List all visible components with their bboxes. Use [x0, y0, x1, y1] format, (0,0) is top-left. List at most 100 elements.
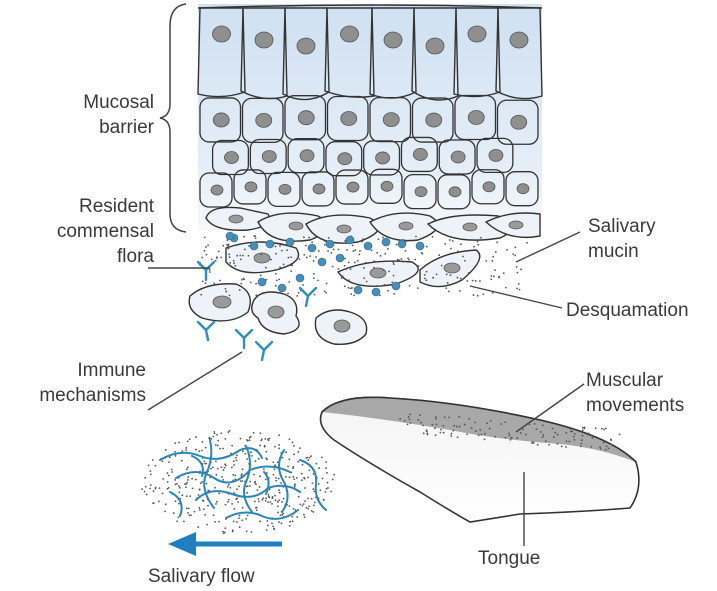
saliva-dot — [280, 522, 283, 525]
saliva-dot — [325, 467, 327, 470]
mucin-dot — [370, 249, 373, 252]
mucin-dot — [445, 287, 448, 290]
cell-nucleus — [278, 183, 292, 195]
saliva-dot — [321, 477, 324, 480]
mucin-dot — [377, 238, 380, 241]
saliva-dot — [272, 525, 275, 528]
mucin-dot — [516, 287, 518, 290]
tongue-texture-dot — [509, 438, 512, 441]
saliva-dot — [185, 495, 188, 498]
tongue-texture-dot — [525, 433, 527, 436]
mucin-dot — [494, 250, 497, 253]
saliva-dot — [232, 520, 235, 523]
cell-nucleus — [255, 112, 273, 128]
saliva-dot — [237, 501, 239, 503]
saliva-dot — [215, 503, 217, 505]
saliva-dot — [239, 437, 242, 440]
cell-nucleus — [312, 183, 326, 195]
saliva-dot — [287, 465, 289, 468]
tongue-texture-dot — [556, 433, 559, 436]
mucin-dot — [514, 254, 517, 257]
saliva-dot — [174, 479, 176, 481]
tongue-texture-dot — [532, 442, 535, 444]
saliva-dot — [145, 493, 148, 496]
saliva-dot — [324, 491, 327, 493]
saliva-dot — [178, 491, 181, 494]
mucin-dot — [279, 266, 281, 269]
mucin-dot — [265, 278, 268, 281]
saliva-dot — [288, 505, 291, 508]
saliva-dot — [144, 485, 147, 488]
tongue-texture-dot — [422, 424, 424, 427]
saliva-dot — [166, 487, 169, 490]
cell-nucleus — [340, 25, 359, 43]
saliva-dot — [158, 500, 160, 503]
saliva-dot — [185, 507, 188, 510]
saliva-dot — [181, 494, 184, 497]
saliva-dot — [281, 500, 283, 503]
label-desquamation: Desquamation — [566, 300, 689, 321]
mucin-dot — [254, 237, 257, 240]
saliva-dot — [231, 502, 234, 505]
saliva-dot — [185, 449, 188, 451]
mucin-dot — [308, 236, 310, 239]
cuboidal-cell — [438, 139, 476, 175]
tongue-texture-dot — [408, 418, 411, 421]
saliva-dot — [272, 473, 275, 476]
saliva-dot — [264, 499, 267, 502]
mucin-dot — [327, 250, 329, 252]
saliva-dot — [281, 513, 284, 516]
saliva-dot — [273, 527, 275, 530]
label-line: Immune — [77, 360, 146, 381]
mucin-dot — [379, 254, 382, 257]
mucin-dot — [265, 266, 267, 269]
tongue-texture-dot — [477, 434, 480, 436]
mucin-dot — [204, 282, 207, 285]
label-line: Muscular — [586, 370, 664, 391]
saliva-dot — [144, 476, 147, 479]
mucin-dot — [392, 263, 395, 266]
saliva-dot — [195, 448, 197, 451]
saliva-dot — [161, 460, 164, 463]
saliva-dot — [204, 513, 207, 516]
mucin-dot — [415, 235, 417, 238]
tongue-texture-dot — [458, 425, 461, 428]
mucin-dot — [353, 261, 356, 264]
mucin-dot — [229, 264, 232, 267]
bacterium — [391, 281, 401, 291]
tongue-texture-dot — [439, 431, 442, 434]
saliva-dot — [285, 451, 287, 454]
mucin-dot — [382, 269, 385, 271]
tongue-texture-dot — [583, 427, 586, 430]
saliva-dot — [278, 443, 281, 446]
saliva-dot — [167, 474, 170, 477]
mucin-dot — [444, 243, 447, 245]
label-line: barrier — [99, 117, 154, 138]
tongue-texture-dot — [544, 440, 547, 442]
saliva-dot — [220, 432, 223, 435]
cuboidal-cell — [369, 97, 412, 143]
saliva-dot — [232, 460, 235, 463]
mucin-dot — [201, 280, 204, 283]
cell-nucleus — [414, 186, 428, 198]
saliva-dot — [278, 521, 280, 524]
mucin-dot — [476, 294, 479, 297]
bacterium — [317, 257, 327, 267]
cuboidal-cell — [326, 95, 369, 142]
saliva-dot — [164, 449, 167, 451]
mucin-dot — [518, 288, 521, 291]
saliva-dot — [151, 459, 154, 461]
saliva-dot — [189, 495, 192, 497]
saliva-dot — [206, 523, 208, 526]
mucin-dot — [291, 264, 294, 267]
mucin-dot — [340, 277, 343, 279]
label-salivary-flow: Salivary flow — [148, 566, 255, 587]
saliva-dot — [210, 437, 213, 440]
cuboidal-cell — [241, 97, 284, 144]
saliva-dot — [210, 467, 212, 470]
saliva-dot — [312, 511, 315, 513]
saliva-dot — [280, 482, 283, 484]
cuboidal-cell — [335, 169, 369, 205]
mucin-dot — [351, 287, 353, 289]
mucin-dot — [349, 268, 352, 271]
